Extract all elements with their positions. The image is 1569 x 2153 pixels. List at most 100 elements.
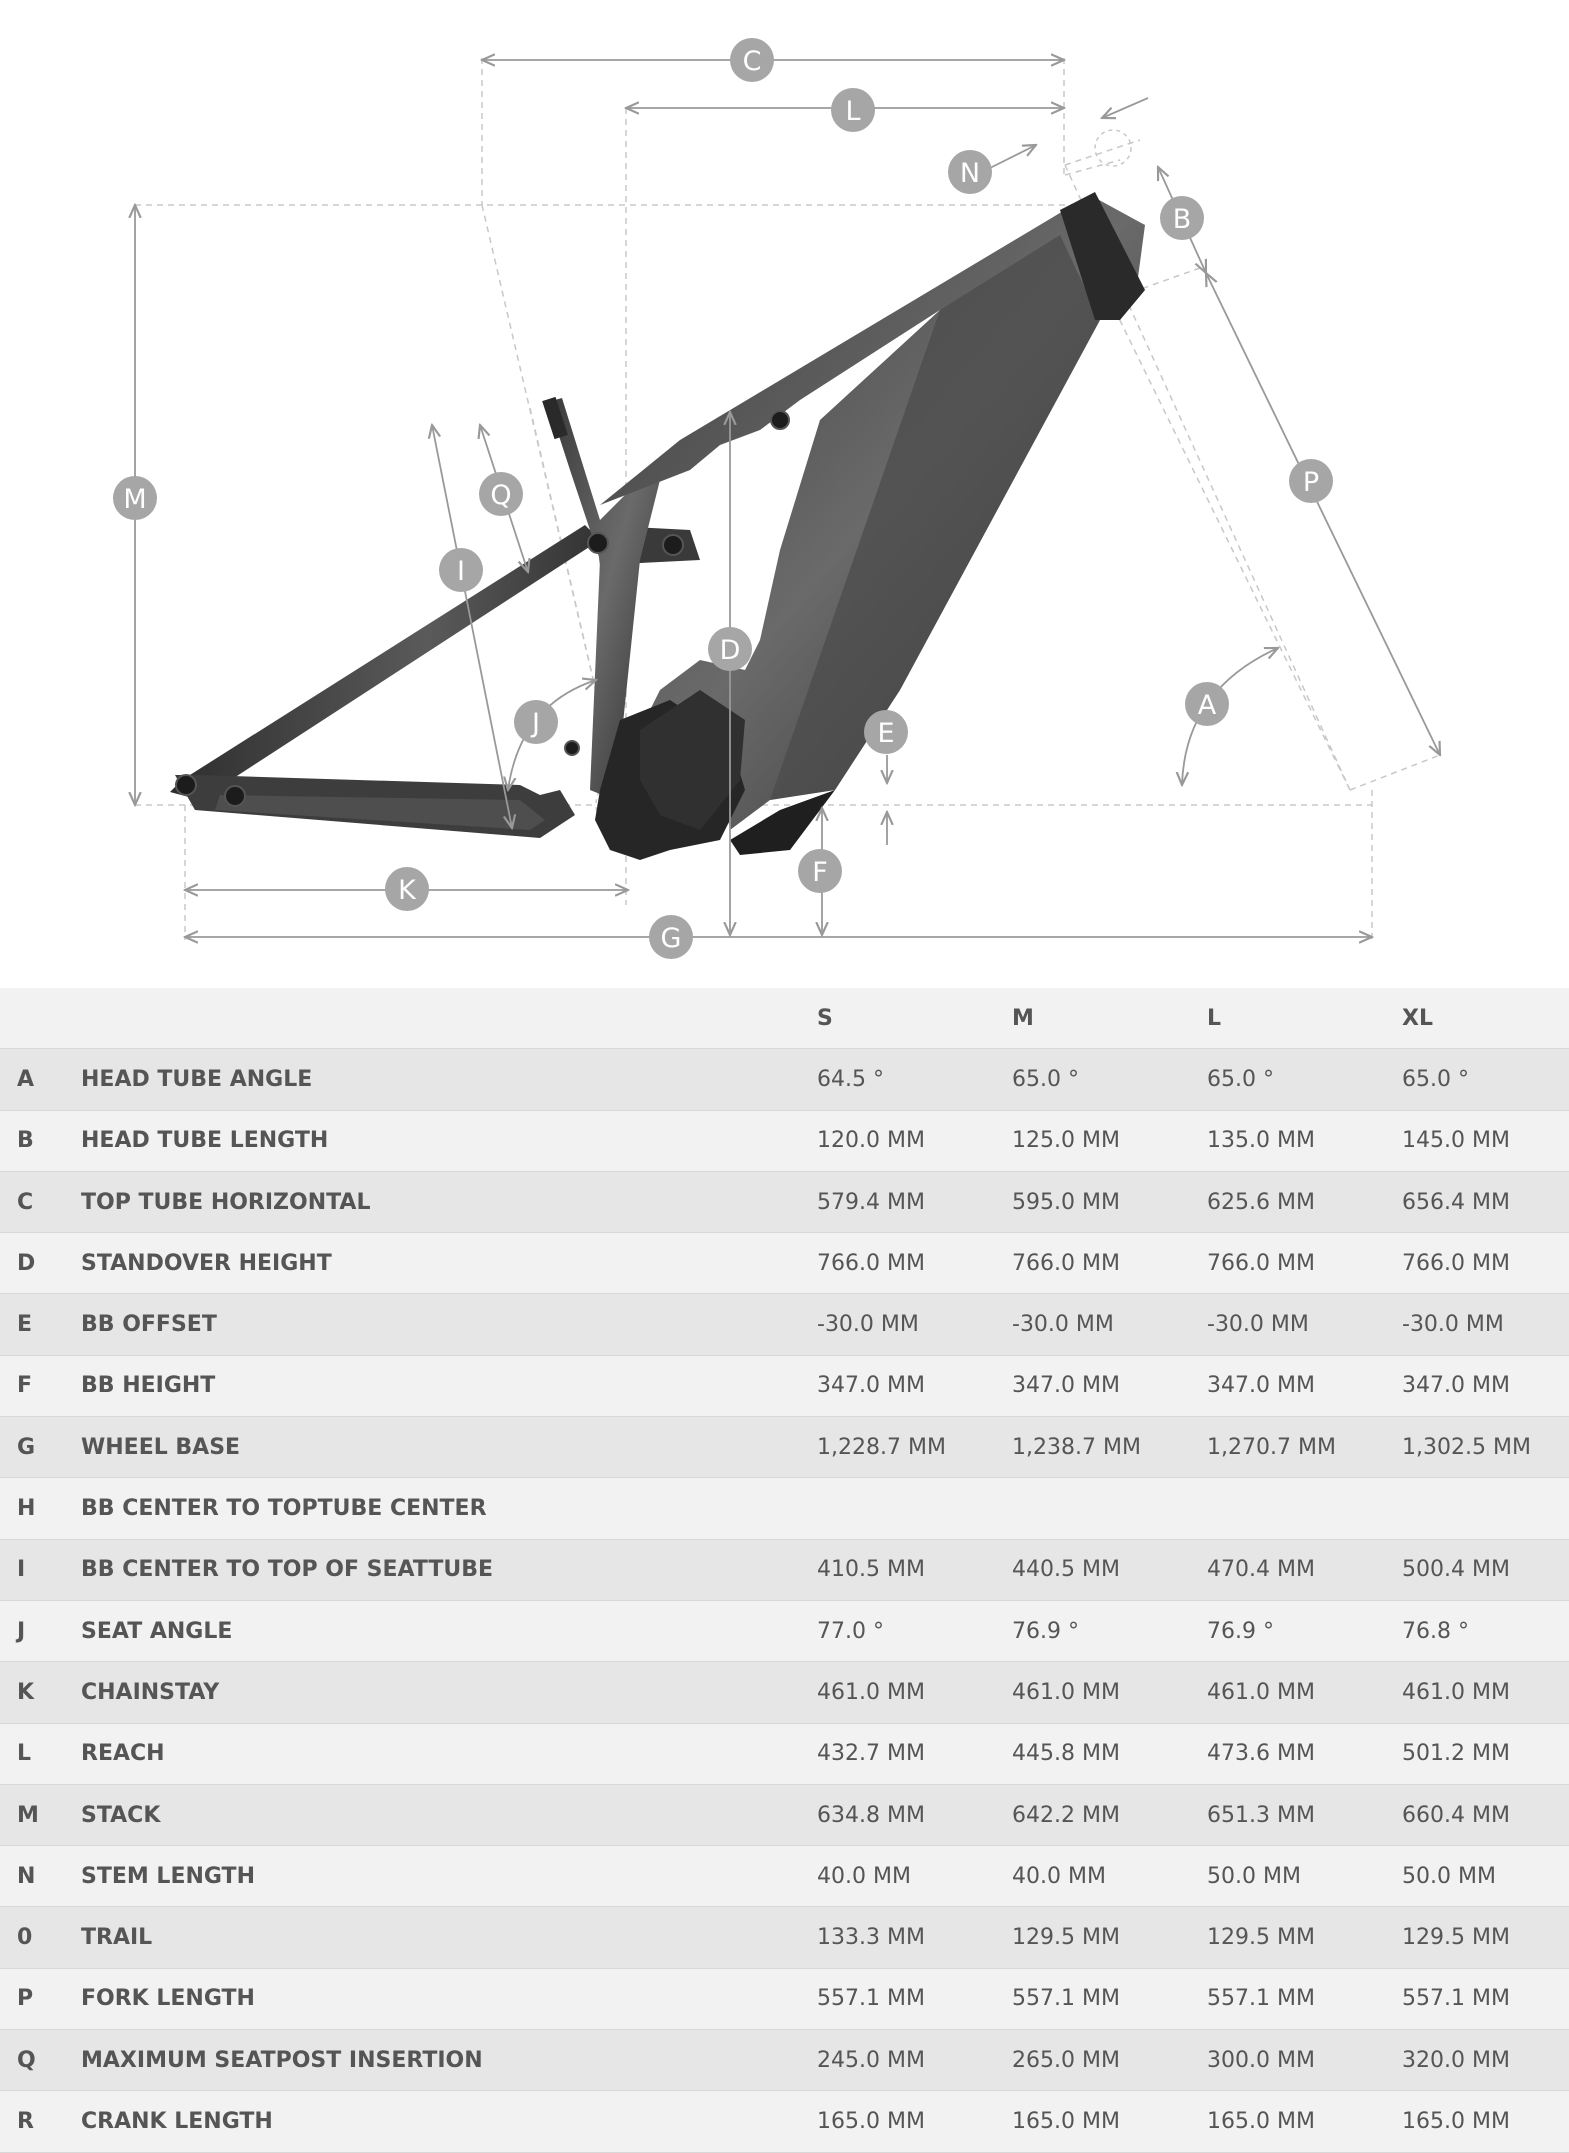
badge-d: D bbox=[708, 627, 752, 671]
header-letter-cell bbox=[0, 988, 81, 1050]
row-value-xl: 347.0 MM bbox=[1402, 1355, 1569, 1418]
row-value-xl: 461.0 MM bbox=[1402, 1661, 1569, 1724]
row-value-s: 579.4 MM bbox=[817, 1171, 1012, 1234]
badge-label: I bbox=[457, 556, 465, 587]
row-value-xl: 1,302.5 MM bbox=[1402, 1416, 1569, 1479]
row-letter: 0 bbox=[0, 1906, 81, 1969]
row-letter: I bbox=[0, 1539, 81, 1601]
row-letter: N bbox=[0, 1845, 81, 1908]
row-value-m: 595.0 MM bbox=[1012, 1171, 1207, 1234]
row-letter: J bbox=[0, 1600, 81, 1663]
row-value-l bbox=[1207, 1477, 1402, 1540]
badge-l: L bbox=[831, 88, 875, 132]
row-value-l: 1,270.7 MM bbox=[1207, 1416, 1402, 1479]
badge-label: P bbox=[1303, 467, 1319, 498]
row-label: HEAD TUBE ANGLE bbox=[81, 1048, 817, 1111]
badge-m: M bbox=[113, 476, 157, 520]
row-letter: A bbox=[0, 1048, 81, 1111]
badge-label: F bbox=[812, 857, 828, 888]
row-letter: E bbox=[0, 1293, 81, 1356]
row-value-xl bbox=[1402, 1477, 1569, 1540]
row-letter: L bbox=[0, 1723, 81, 1785]
row-label: FORK LENGTH bbox=[81, 1968, 817, 2031]
row-value-s: 133.3 MM bbox=[817, 1906, 1012, 1969]
row-value-s: 461.0 MM bbox=[817, 1661, 1012, 1724]
row-value-xl: 500.4 MM bbox=[1402, 1539, 1569, 1601]
row-value-s: 410.5 MM bbox=[817, 1539, 1012, 1601]
badge-label: D bbox=[720, 635, 741, 666]
bike-frame bbox=[170, 192, 1145, 860]
geometry-diagram: C L N B M Q I P D E J A F K G bbox=[0, 0, 1569, 988]
badge-c: C bbox=[730, 38, 774, 82]
row-value-s: 40.0 MM bbox=[817, 1845, 1012, 1908]
row-value-l: 165.0 MM bbox=[1207, 2090, 1402, 2153]
row-value-xl: 656.4 MM bbox=[1402, 1171, 1569, 1234]
badge-n: N bbox=[948, 150, 992, 194]
row-value-m: 76.9 ° bbox=[1012, 1600, 1207, 1663]
header-size-s: S bbox=[817, 988, 1012, 1050]
badge-label: M bbox=[123, 484, 146, 515]
row-value-s: 634.8 MM bbox=[817, 1784, 1012, 1847]
row-letter: H bbox=[0, 1477, 81, 1540]
row-value-m: 461.0 MM bbox=[1012, 1661, 1207, 1724]
badge-e: E bbox=[864, 710, 908, 754]
badge-label: G bbox=[661, 923, 682, 954]
badge-p: P bbox=[1289, 459, 1333, 503]
badge-label: C bbox=[743, 46, 762, 77]
row-value-m: 440.5 MM bbox=[1012, 1539, 1207, 1601]
row-value-m: -30.0 MM bbox=[1012, 1293, 1207, 1356]
row-value-l: 135.0 MM bbox=[1207, 1110, 1402, 1172]
row-label: REACH bbox=[81, 1723, 817, 1785]
row-letter: C bbox=[0, 1171, 81, 1234]
row-value-m: 445.8 MM bbox=[1012, 1723, 1207, 1785]
row-value-l: 470.4 MM bbox=[1207, 1539, 1402, 1601]
row-value-m: 165.0 MM bbox=[1012, 2090, 1207, 2153]
row-value-l: 651.3 MM bbox=[1207, 1784, 1402, 1847]
row-value-s: 245.0 MM bbox=[817, 2029, 1012, 2092]
row-label: STACK bbox=[81, 1784, 817, 1847]
row-value-l: 473.6 MM bbox=[1207, 1723, 1402, 1785]
row-value-s: 165.0 MM bbox=[817, 2090, 1012, 2153]
row-value-l: 557.1 MM bbox=[1207, 1968, 1402, 2031]
badge-label: E bbox=[877, 718, 894, 749]
row-value-l: 461.0 MM bbox=[1207, 1661, 1402, 1724]
row-value-m: 642.2 MM bbox=[1012, 1784, 1207, 1847]
row-letter: P bbox=[0, 1968, 81, 2031]
row-label: CHAINSTAY bbox=[81, 1661, 817, 1724]
row-value-s: 1,228.7 MM bbox=[817, 1416, 1012, 1479]
row-label: STEM LENGTH bbox=[81, 1845, 817, 1908]
row-value-s: 77.0 ° bbox=[817, 1600, 1012, 1663]
row-value-s: 120.0 MM bbox=[817, 1110, 1012, 1172]
row-value-xl: 145.0 MM bbox=[1402, 1110, 1569, 1172]
row-value-m: 347.0 MM bbox=[1012, 1355, 1207, 1418]
row-label: HEAD TUBE LENGTH bbox=[81, 1110, 817, 1172]
row-value-s: -30.0 MM bbox=[817, 1293, 1012, 1356]
row-value-m: 557.1 MM bbox=[1012, 1968, 1207, 2031]
badge-label: B bbox=[1173, 204, 1192, 235]
row-label: WHEEL BASE bbox=[81, 1416, 817, 1479]
row-value-xl: 76.8 ° bbox=[1402, 1600, 1569, 1663]
row-value-l: 300.0 MM bbox=[1207, 2029, 1402, 2092]
badge-label: N bbox=[960, 158, 980, 189]
badge-b: B bbox=[1160, 196, 1204, 240]
row-label: BB CENTER TO TOPTUBE CENTER bbox=[81, 1477, 817, 1540]
row-value-xl: 50.0 MM bbox=[1402, 1845, 1569, 1908]
badge-q: Q bbox=[479, 472, 523, 516]
row-letter: R bbox=[0, 2090, 81, 2153]
row-value-m: 125.0 MM bbox=[1012, 1110, 1207, 1172]
row-label: TRAIL bbox=[81, 1906, 817, 1969]
row-value-xl: 660.4 MM bbox=[1402, 1784, 1569, 1847]
